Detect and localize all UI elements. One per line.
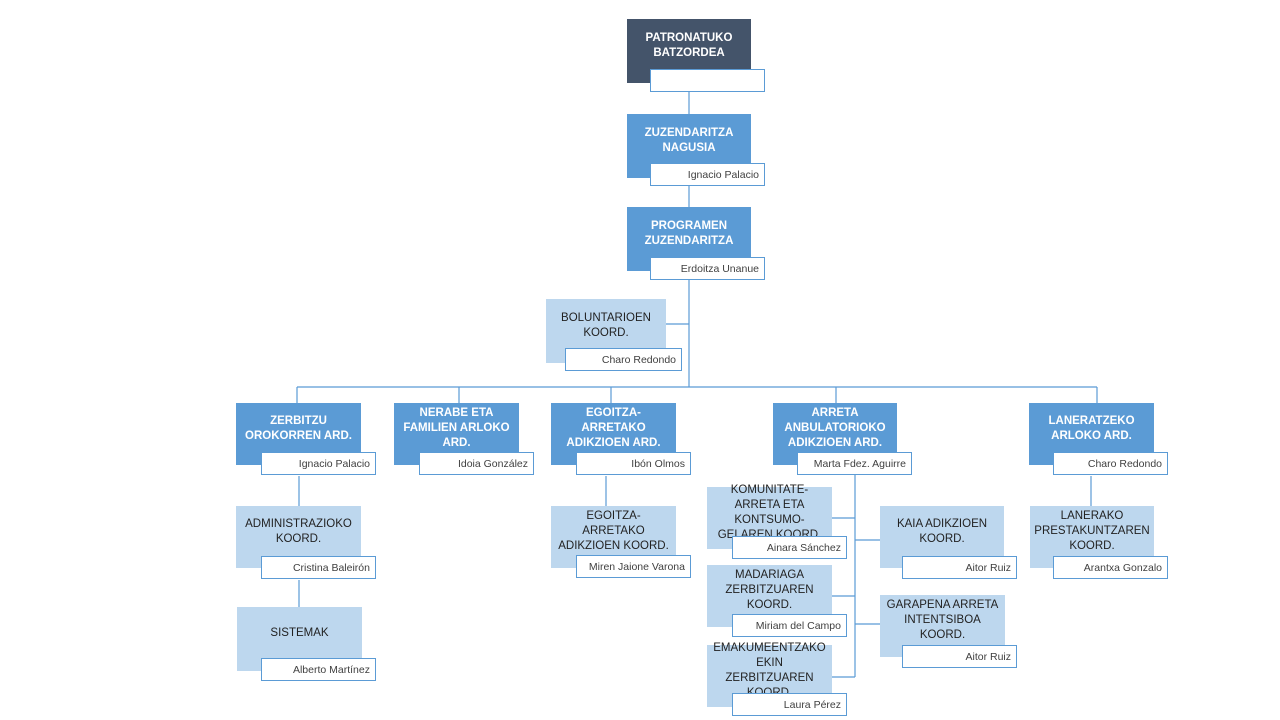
laneratzeko-title: LANERATZEKO ARLOKO ARD. — [1048, 414, 1135, 442]
madariaga-person: Miriam del Campo — [732, 614, 847, 637]
sistemak-person: Alberto Martínez — [261, 658, 376, 681]
garapena-title: GARAPENA ARRETA INTENTSIBOA KOORD. — [886, 599, 999, 641]
kaia-person: Aitor Ruiz — [902, 556, 1017, 579]
nerabe-person: Idoia González — [419, 452, 534, 475]
lanerako-person: Arantxa Gonzalo — [1053, 556, 1168, 579]
egoitza-koord-title: EGOITZA-ARRETAKO ADIKZIOEN KOORD. — [558, 510, 669, 552]
kaia-title: KAIA ADIKZIOEN KOORD. — [896, 517, 988, 545]
boluntarioak-person: Charo Redondo — [565, 348, 682, 371]
egoitza-title: EGOITZA-ARRETAKO ADIKZIOEN ARD. — [566, 407, 661, 449]
programak-person: Erdoitza Unanue — [650, 257, 765, 280]
emakume-person: Laura Pérez — [732, 693, 847, 716]
zuzendaritza-person: Ignacio Palacio — [650, 163, 765, 186]
arreta-title: ARRETA ANBULATORIOKO ADIKZIOEN ARD. — [784, 407, 886, 449]
egoitza-koord-person: Miren Jaione Varona — [576, 555, 691, 578]
arreta-person: Marta Fdez. Aguirre — [797, 452, 912, 475]
komunitate-title: KOMUNITATE-ARRETA ETA KONTSUMO-GELAREN K… — [717, 483, 822, 541]
nerabe-title: NERABE ETA FAMILIEN ARLOKO ARD. — [403, 407, 510, 449]
laneratzeko-person: Charo Redondo — [1053, 452, 1168, 475]
lanerako-title: LANERAKO PRESTAKUNTZAREN KOORD. — [1034, 510, 1150, 552]
lanerako-box[interactable]: LANERAKO PRESTAKUNTZAREN KOORD. — [1030, 506, 1154, 568]
boluntarioak-title: BOLUNTARIOEN KOORD. — [561, 311, 651, 339]
garapena-person: Aitor Ruiz — [902, 645, 1017, 668]
patronatua-title: PATRONATUKO BATZORDEA — [645, 31, 733, 59]
egoitza-person: Ibón Olmos — [576, 452, 691, 475]
zuzendaritza-title: ZUZENDARITZA NAGUSIA — [644, 126, 734, 154]
komunitate-person: Ainara Sánchez — [732, 536, 847, 559]
sistemak-title: SISTEMAK — [270, 627, 329, 639]
zerbitzu-person: Ignacio Palacio — [261, 452, 376, 475]
emakume-title: EMAKUMEENTZAKO EKIN ZERBITZUAREN KOORD. — [713, 641, 826, 699]
administrazio-title: ADMINISTRAZIOKO KOORD. — [245, 517, 352, 545]
administrazio-person: Cristina Baleirón — [261, 556, 376, 579]
kaia-box[interactable]: KAIA ADIKZIOEN KOORD. — [880, 506, 1004, 568]
zerbitzu-title: ZERBITZU OROKORREN ARD. — [245, 414, 352, 442]
madariaga-title: MADARIAGA ZERBITZUAREN KOORD. — [725, 569, 814, 611]
programak-title: PROGRAMEN ZUZENDARITZA — [644, 219, 734, 247]
egoitza-box[interactable]: EGOITZA-ARRETAKO ADIKZIOEN ARD. — [551, 403, 676, 465]
patronatua-person — [650, 69, 765, 92]
